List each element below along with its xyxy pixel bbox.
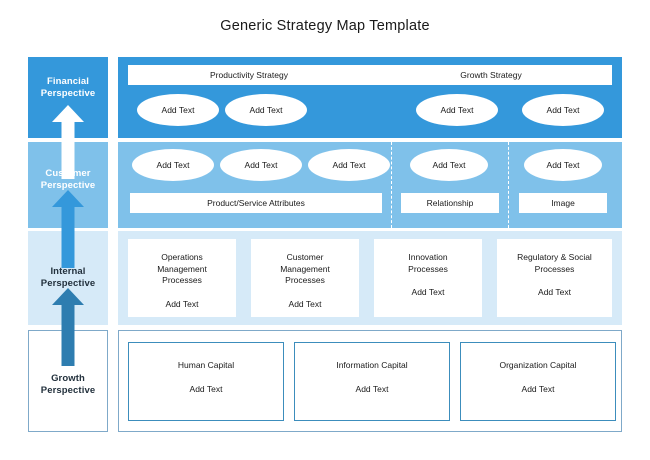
arrow-growth-to-internal-head — [52, 288, 84, 305]
financial-ellipse-3[interactable]: Add Text — [416, 94, 498, 126]
growth-box-2-title: Information Capital — [336, 360, 408, 370]
internal-box-innovation-processes[interactable]: Innovation Processes Add Text — [374, 239, 482, 317]
internal-box-2-title-line1: Customer — [286, 252, 324, 262]
row-panel-financial: Productivity Strategy Growth Strategy Ad… — [118, 57, 622, 138]
growth-box-human-capital[interactable]: Human Capital Add Text — [128, 342, 284, 421]
row-label-internal-line1: Internal — [50, 266, 86, 277]
internal-box-4-subtext: Add Text — [538, 287, 571, 297]
internal-box-customer-management-processes[interactable]: Customer Management Processes Add Text — [251, 239, 359, 317]
internal-box-operations-management-processes[interactable]: Operations Management Processes Add Text — [128, 239, 236, 317]
arrow-internal-to-customer-head — [52, 190, 84, 207]
internal-box-2-subtext: Add Text — [288, 298, 322, 309]
growth-box-1-subtext: Add Text — [189, 383, 223, 394]
internal-box-regulatory-social-processes[interactable]: Regulatory & Social Processes Add Text — [497, 239, 612, 317]
internal-box-1-title-line3: Processes — [162, 275, 202, 285]
row-label-financial-line2: Perspective — [40, 88, 96, 99]
customer-divider-1 — [391, 142, 392, 228]
customer-ellipse-4[interactable]: Add Text — [410, 149, 488, 181]
internal-box-2-title-line2: Management — [280, 263, 330, 274]
arrow-internal-to-customer-shaft — [61, 207, 75, 268]
customer-ellipse-5[interactable]: Add Text — [524, 149, 602, 181]
internal-box-3-subtext: Add Text — [411, 287, 445, 297]
customer-bar-product-service-attributes[interactable]: Product/Service Attributes — [130, 193, 382, 213]
strategy-bar-right-label: Growth Strategy — [460, 70, 522, 80]
internal-box-4-title-line2: Processes — [534, 263, 575, 274]
strategy-bar[interactable]: Productivity Strategy Growth Strategy — [128, 65, 612, 85]
strategy-bar-left-label: Productivity Strategy — [210, 70, 288, 80]
growth-box-organization-capital[interactable]: Organization Capital Add Text — [460, 342, 616, 421]
growth-box-1-title: Human Capital — [177, 360, 235, 370]
growth-box-3-subtext: Add Text — [521, 383, 555, 394]
internal-box-4-title-line1: Regulatory & Social — [517, 252, 592, 262]
financial-ellipse-2[interactable]: Add Text — [225, 94, 307, 126]
arrow-customer-to-financial-head — [52, 105, 84, 122]
arrow-customer-to-financial — [52, 105, 84, 179]
customer-ellipse-3[interactable]: Add Text — [308, 149, 390, 181]
financial-ellipse-4[interactable]: Add Text — [522, 94, 604, 126]
arrow-customer-to-financial-shaft — [61, 122, 75, 179]
arrow-growth-to-internal — [52, 288, 84, 366]
customer-bar-image[interactable]: Image — [519, 193, 607, 213]
internal-box-1-subtext: Add Text — [165, 298, 199, 309]
arrow-growth-to-internal-shaft — [61, 305, 75, 366]
row-label-growth-line1: Growth — [51, 373, 85, 384]
internal-box-1-title-line2: Management — [157, 263, 207, 274]
row-label-financial-line1: Financial — [46, 76, 90, 87]
row-label-internal-line2: Perspective — [40, 278, 96, 289]
internal-box-3-title-line2: Processes — [408, 263, 448, 274]
row-label-customer-line2: Perspective — [40, 180, 96, 191]
row-label-growth-line2: Perspective — [40, 385, 96, 396]
customer-divider-2 — [508, 142, 509, 228]
row-panel-customer: Add Text Add Text Add Text Add Text Add … — [118, 142, 622, 228]
arrow-internal-to-customer — [52, 190, 84, 268]
internal-box-3-title-line1: Innovation — [408, 252, 448, 262]
row-panel-internal: Operations Management Processes Add Text… — [118, 231, 622, 325]
growth-box-information-capital[interactable]: Information Capital Add Text — [294, 342, 450, 421]
customer-bar-relationship[interactable]: Relationship — [401, 193, 499, 213]
financial-ellipse-1[interactable]: Add Text — [137, 94, 219, 126]
page-title: Generic Strategy Map Template — [220, 18, 430, 34]
row-panel-growth: Human Capital Add Text Information Capit… — [118, 330, 622, 432]
internal-box-2-title-line3: Processes — [285, 275, 325, 285]
customer-ellipse-2[interactable]: Add Text — [220, 149, 302, 181]
growth-box-2-subtext: Add Text — [355, 383, 389, 394]
internal-box-1-title-line1: Operations — [161, 252, 203, 262]
growth-box-3-title: Organization Capital — [499, 360, 577, 370]
customer-ellipse-1[interactable]: Add Text — [132, 149, 214, 181]
